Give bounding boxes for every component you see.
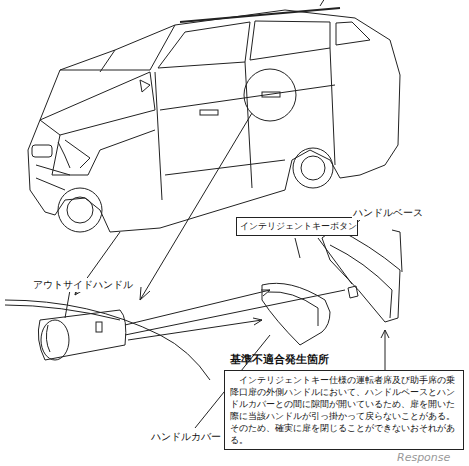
part-label: ハンドルベース (352, 206, 424, 220)
note-heading: 基準不適合発生箇所 (224, 352, 464, 370)
box-text: インテリジェントキー仕様の運転者席及び助手席の乗降口扉の外側ハンドルにおいて、ハ… (224, 370, 464, 450)
box-text: インテリジェントキーボタン (236, 217, 358, 236)
watermark: Response (396, 451, 451, 464)
note-box: 基準不適合発生箇所インテリジェントキー仕様の運転者席及び助手席の乗降口扉の外側ハ… (224, 352, 464, 450)
callout-box: インテリジェントキーボタン (236, 217, 358, 236)
part-label: アウトサイドハンドル (32, 278, 134, 292)
part-label: ハンドルカバー (150, 430, 222, 444)
